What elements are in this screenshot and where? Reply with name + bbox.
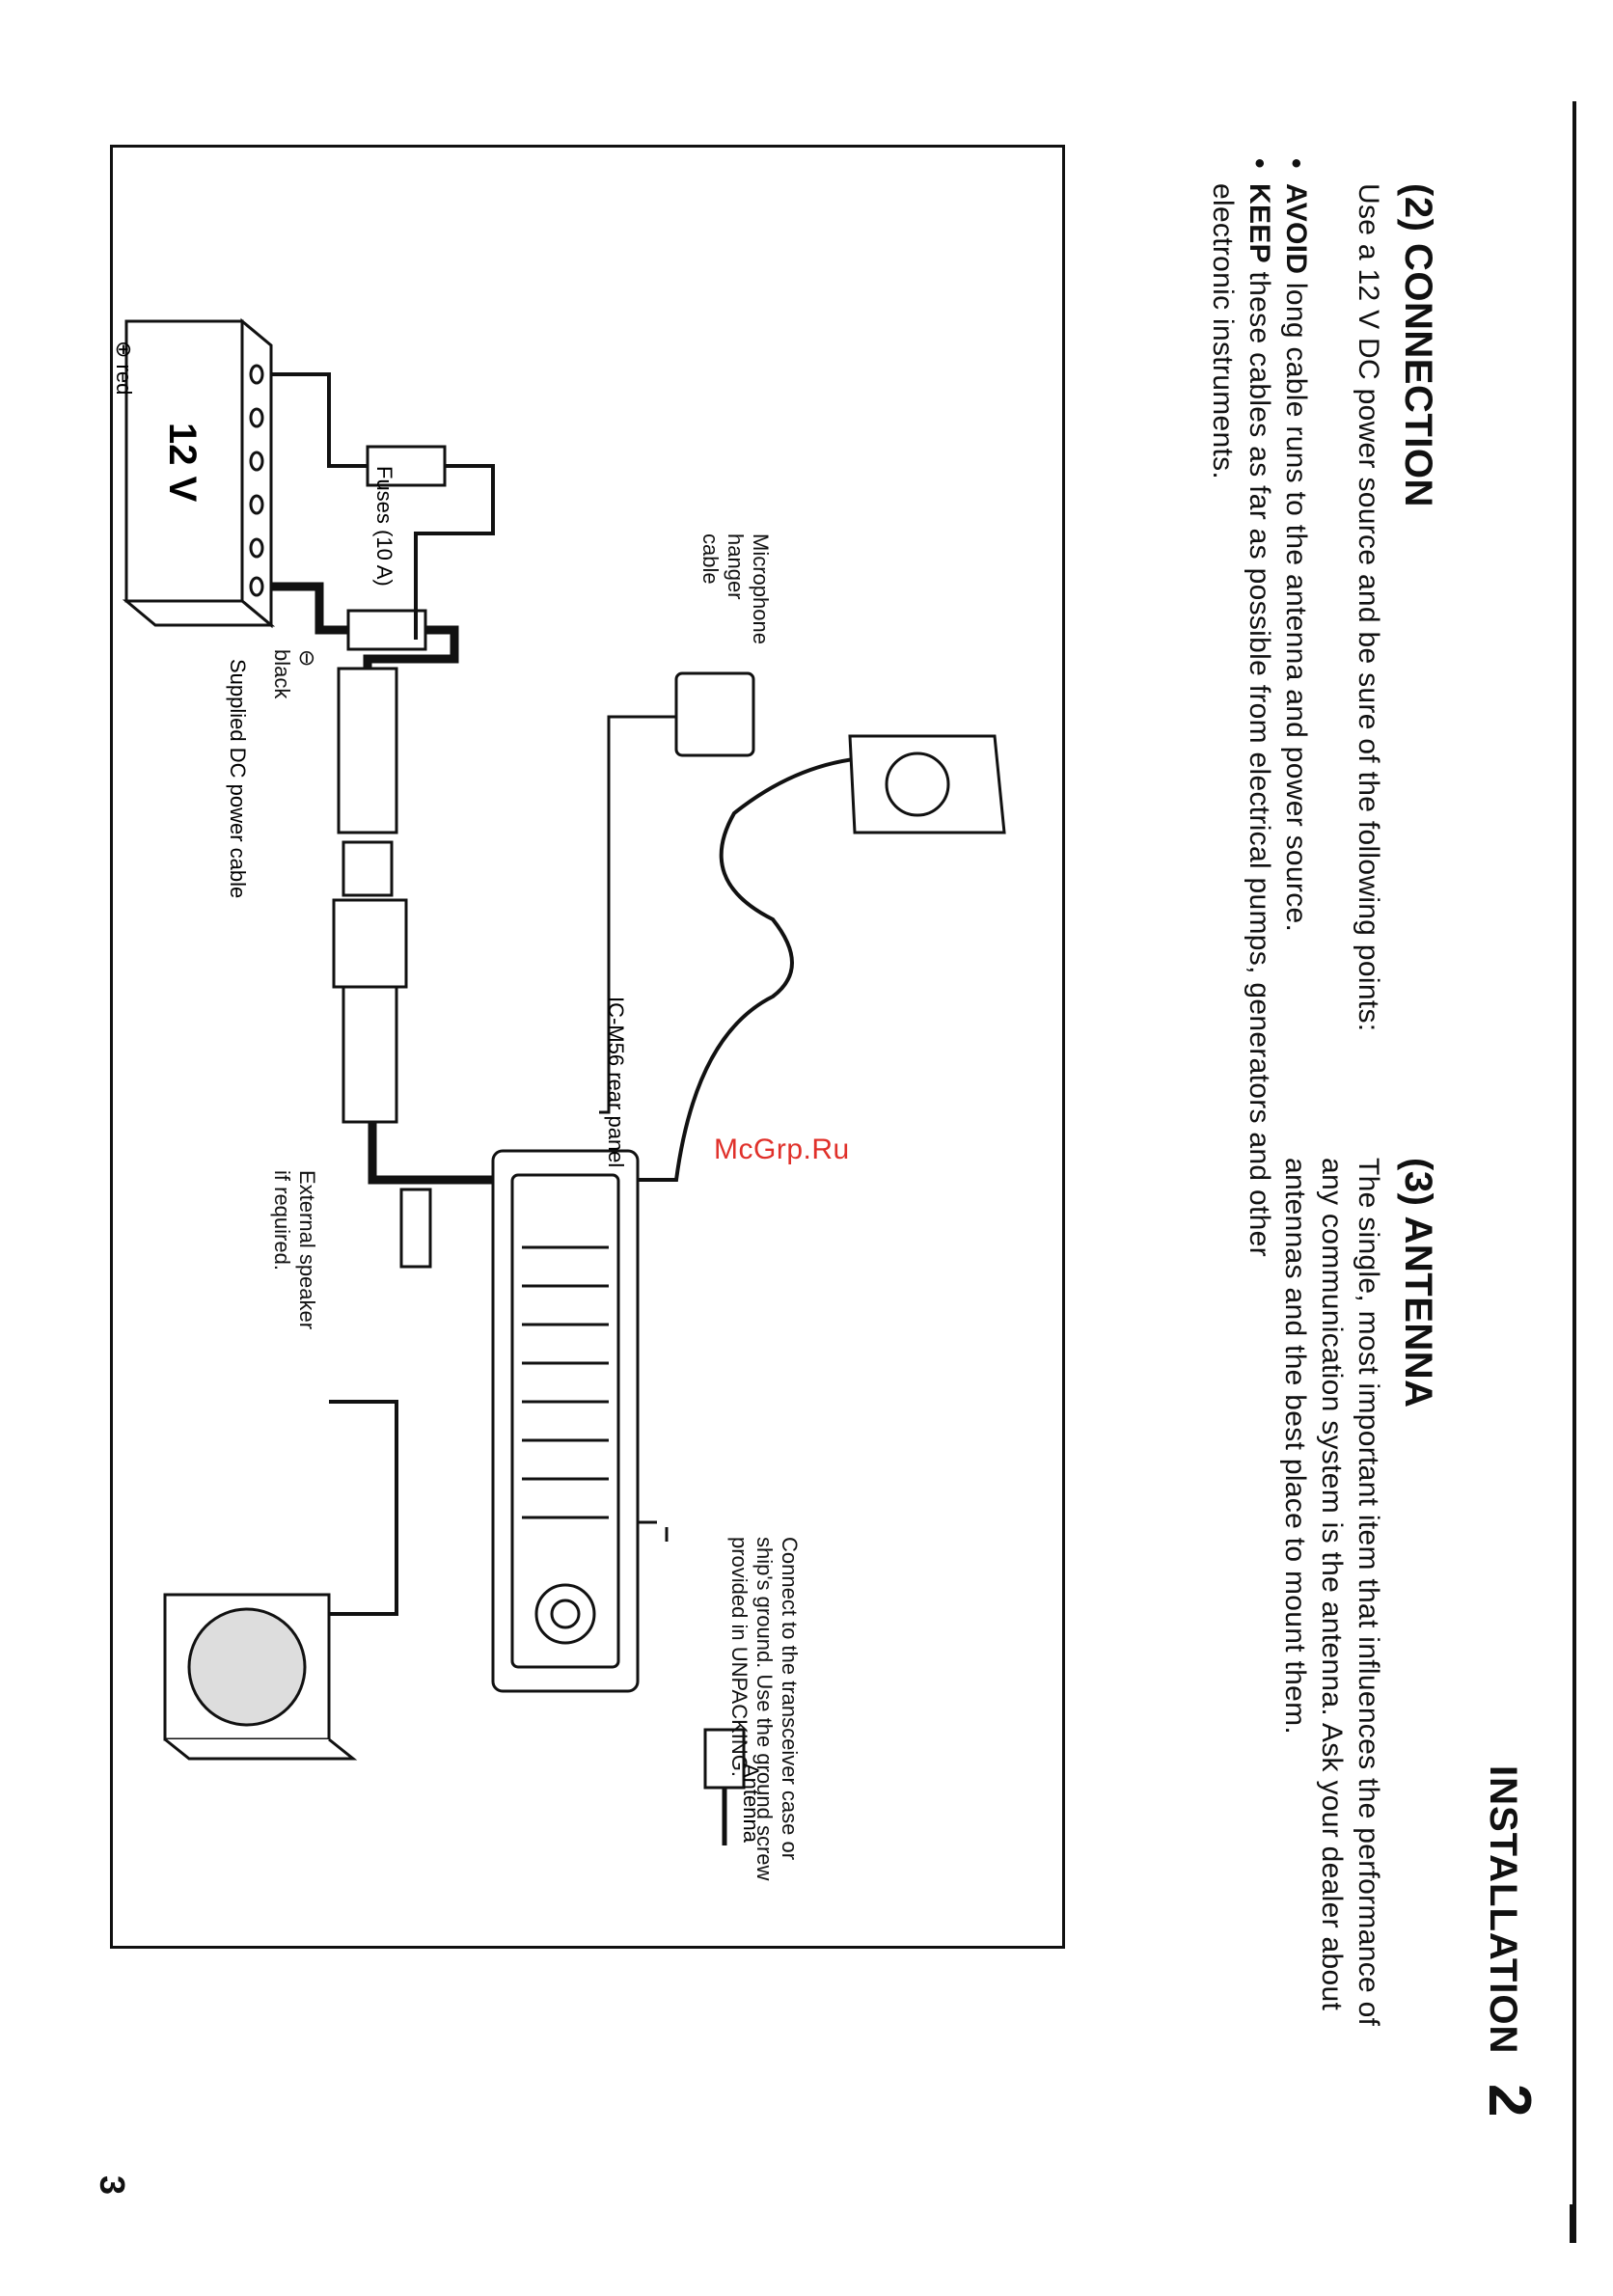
label-positive-terminal: ⊕ red	[113, 341, 136, 395]
label-antenna: Antenna	[739, 1763, 763, 1844]
label-negative-terminal: ⊖ black	[270, 649, 319, 699]
dc-power-cable	[271, 372, 495, 897]
antenna-paragraph: The single, most important item that inf…	[1279, 1158, 1384, 2027]
label-power-cable: Supplied DC power cable	[226, 659, 250, 898]
connection-heading: (2) CONNECTION	[1397, 183, 1439, 507]
antenna-heading: (3) ANTENNA	[1397, 1158, 1439, 1408]
label-ground-note: Connect to the transceiver case or ship'…	[727, 1537, 802, 1881]
ground-and-antenna	[638, 1520, 746, 1845]
bullet-keyword: KEEP	[1244, 183, 1275, 263]
watermark: McGrp.Ru	[714, 1134, 850, 1165]
label-speaker: External speaker if required.	[270, 1170, 319, 1330]
transceiver-connector	[332, 898, 522, 1185]
bullet-text: long cable runs to the antenna and power…	[1280, 274, 1312, 933]
microphone	[599, 671, 1006, 1182]
rear-panel	[491, 1149, 640, 1693]
external-speaker	[163, 1188, 432, 1761]
label-fuses: Fuses (10 A)	[372, 466, 396, 587]
connection-diagram: 12 V ⊕ red Fuses (10 A) Supplied DC powe…	[110, 145, 1065, 1949]
bullet-keyword: AVOID	[1280, 183, 1312, 275]
label-battery-voltage: 12 V	[161, 423, 204, 503]
connection-intro: Use a 12 V DC power source and be sure o…	[1353, 183, 1384, 1032]
bullet-text: these cables as far as possible from ele…	[1207, 183, 1275, 1257]
diagram-drawing: 12 V ⊕ red Fuses (10 A) Supplied DC powe…	[113, 317, 1006, 1845]
label-rear-panel: IC-M56 rear panel	[604, 997, 628, 1167]
section-title: INSTALLATION	[1482, 1765, 1524, 2055]
header-rule-right	[1570, 2204, 1572, 2243]
chapter-number: 2	[1476, 2084, 1543, 2118]
battery-12v	[122, 317, 276, 629]
bullet-keep: KEEP these cables as far as possible fro…	[1204, 154, 1277, 1341]
page-number: 3	[93, 2175, 132, 2196]
label-mic-hanger: Microphone hanger cable	[698, 533, 773, 644]
header-rule	[1572, 101, 1576, 2243]
